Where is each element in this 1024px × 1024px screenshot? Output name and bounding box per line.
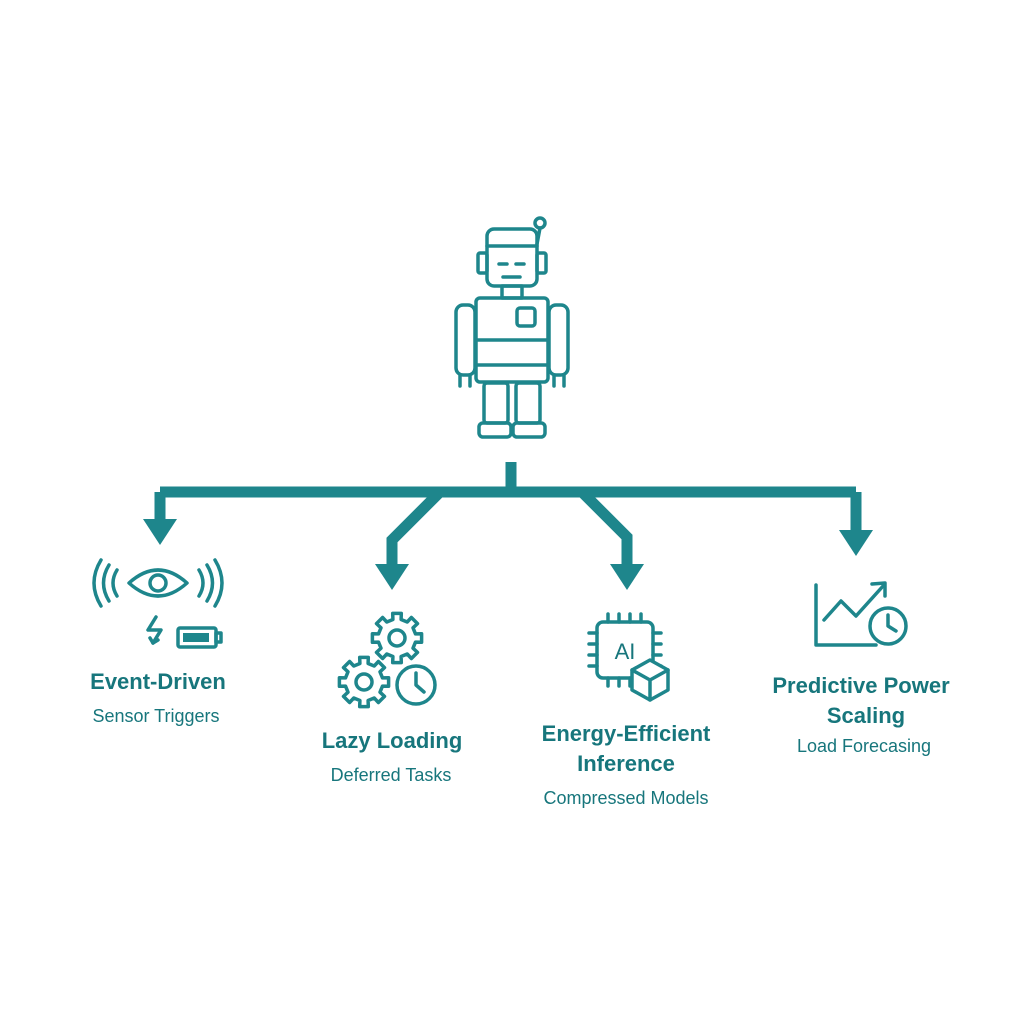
arrowhead-4: [839, 530, 873, 556]
gear-outline: [337, 655, 391, 709]
robot-icon: [454, 216, 570, 439]
arrowhead-3: [610, 564, 644, 590]
node-title-line-2: Inference: [577, 751, 675, 776]
node-title: Event-Driven: [90, 669, 226, 694]
node-subtitle: Deferred Tasks: [330, 765, 452, 785]
growth-chart-clock-icon: [814, 581, 908, 647]
gear-hole: [387, 628, 407, 648]
node-title: Energy-Efficient: [541, 721, 711, 746]
node-subtitle: Load Forecasing: [796, 736, 932, 756]
node-title: Predictive Power: [772, 673, 950, 698]
node-title-line-2: Scaling: [826, 703, 906, 728]
ai-chip-icon: [587, 612, 670, 702]
node-title: Lazy Loading: [321, 728, 463, 753]
arrowheads: [143, 519, 873, 590]
connector-branch-3: [578, 488, 633, 566]
arrowhead-1: [143, 519, 177, 545]
ai-chip-label: AI: [614, 639, 636, 664]
node-subtitle: Sensor Triggers: [92, 706, 220, 726]
sensor-battery-icon: [92, 558, 224, 649]
connector-tree: [154, 462, 862, 566]
node-subtitle: Compressed Models: [543, 788, 709, 808]
gears-clock-icon: [337, 611, 437, 709]
arrowhead-2: [375, 564, 409, 590]
connector-branch-2: [386, 488, 444, 566]
gear-outline: [370, 611, 424, 665]
gear-hole: [354, 672, 374, 692]
